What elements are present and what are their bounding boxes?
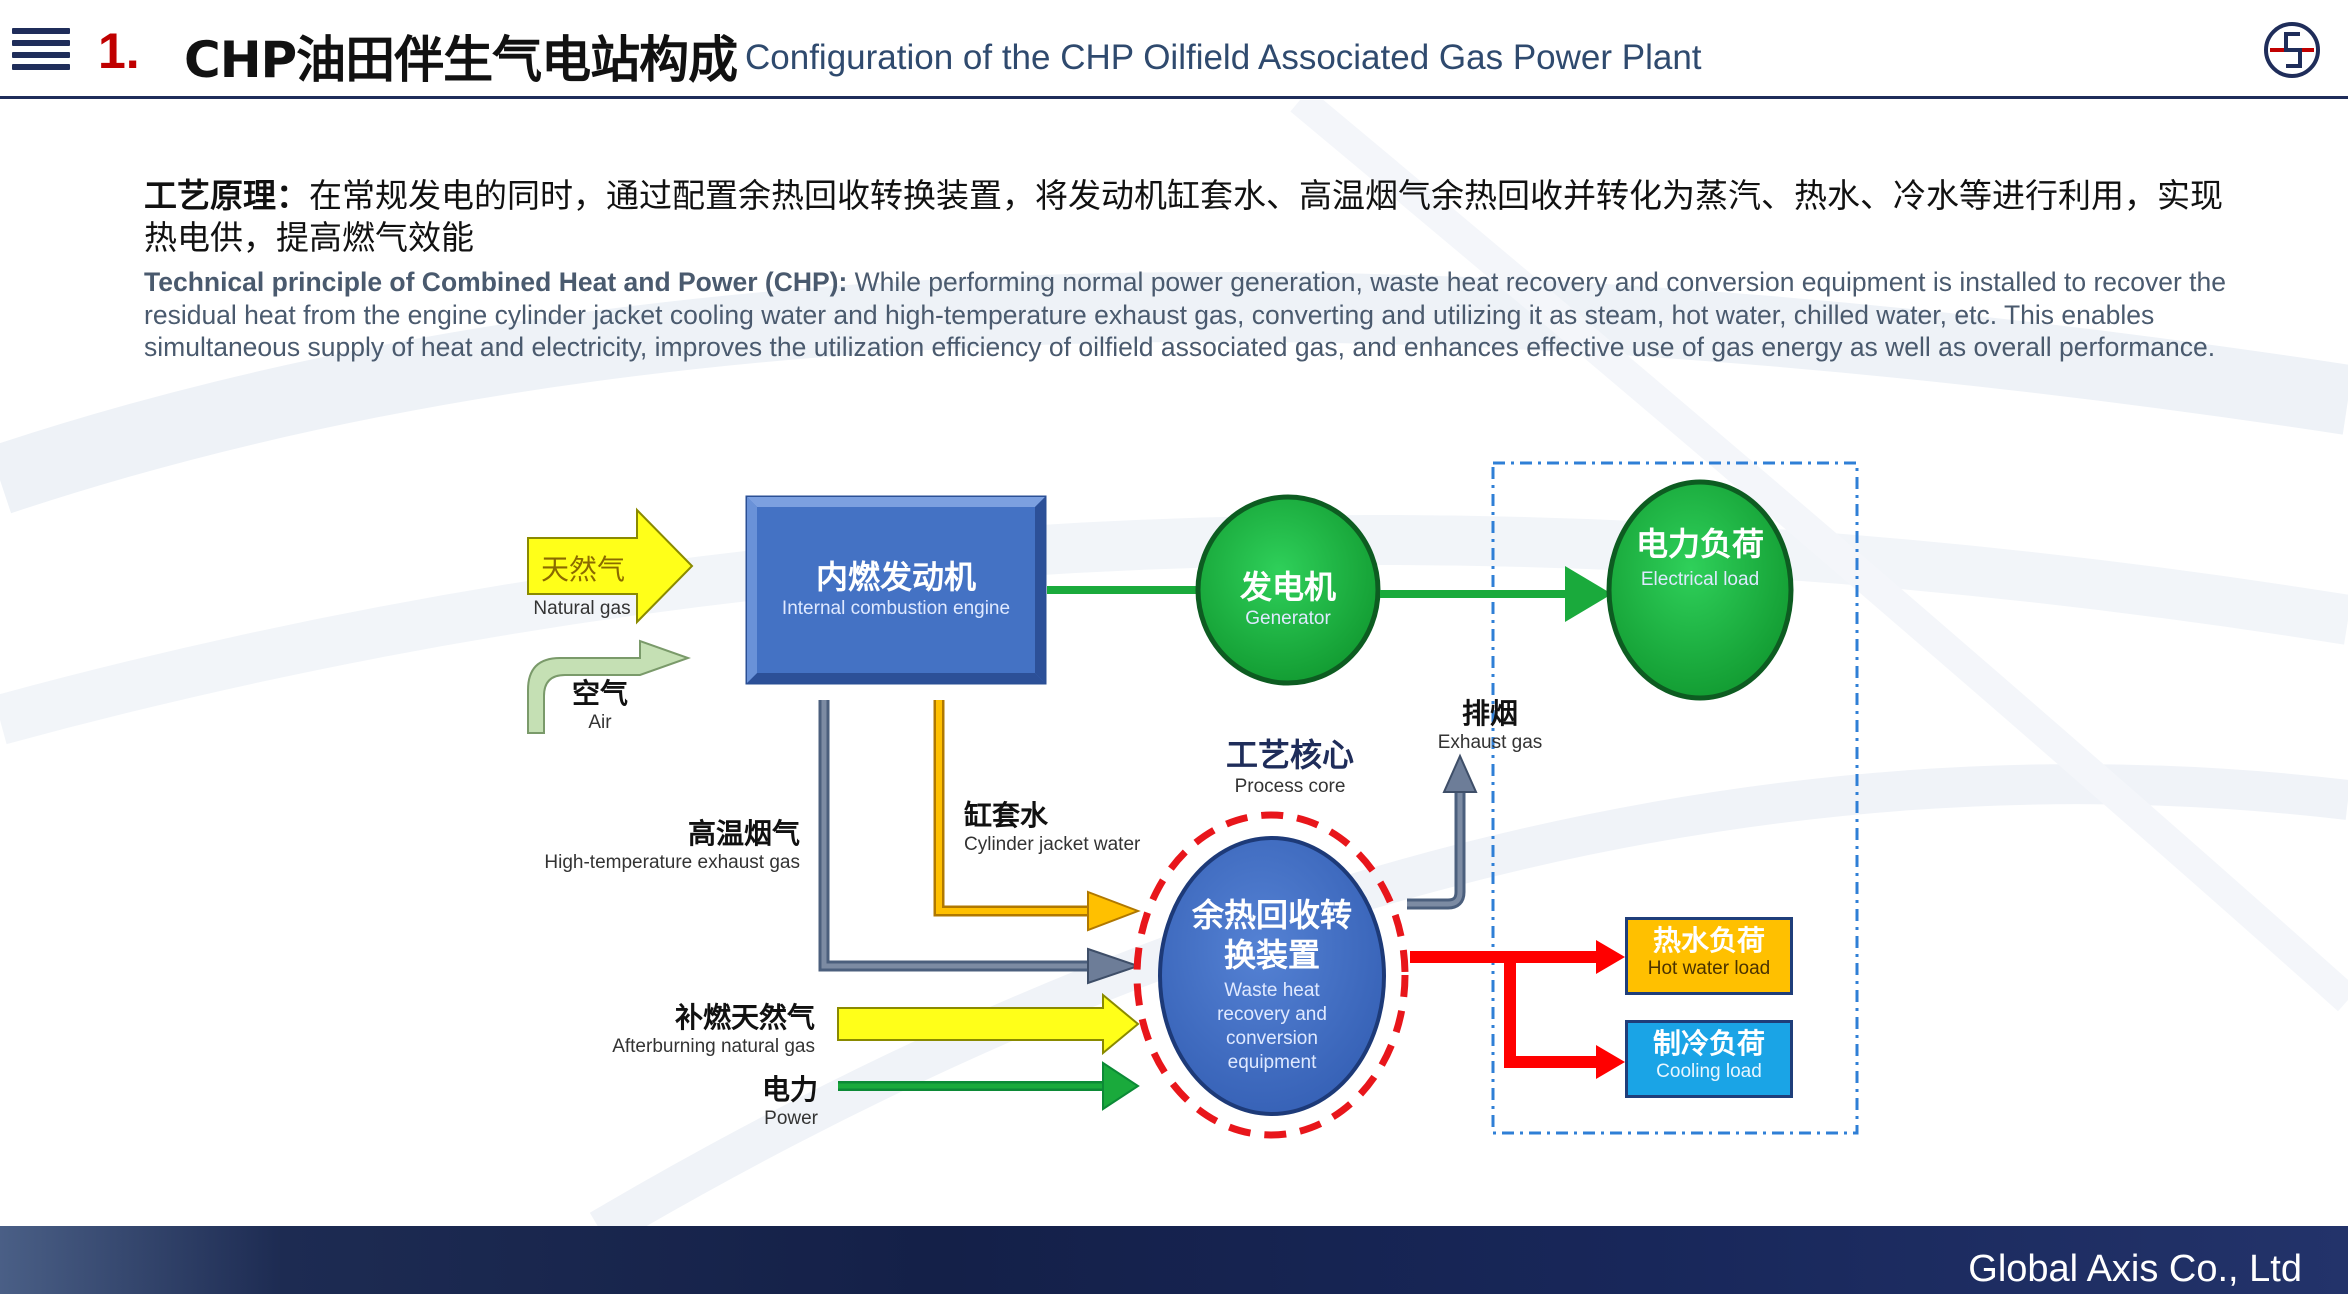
power-arrow-head xyxy=(1102,1061,1140,1111)
power-en: Power xyxy=(764,1108,818,1129)
waste-heat-recovery-label: 余热回收转换装置 Waste heat recovery and convers… xyxy=(1190,895,1354,1075)
generator-shape xyxy=(1195,494,1381,686)
electrical-load-label: 电力负荷 Electrical load xyxy=(1630,524,1770,591)
cooling-load-cn: 制冷负荷 xyxy=(1652,1027,1765,1060)
process-core-label: 工艺核心 Process core xyxy=(1195,730,1385,798)
power-label: 电力 Power xyxy=(700,1068,818,1130)
page-title-en: Configuration of the CHP Oilfield Associ… xyxy=(745,38,1702,77)
waste-heat-recovery-en: Waste heat recovery and conversion equip… xyxy=(1217,980,1327,1073)
cooling-load-en: Cooling load xyxy=(1656,1061,1762,1082)
afterburning-gas-label: 补燃天然气 Afterburning natural gas xyxy=(560,996,815,1058)
company-name: Global Axis Co., Ltd xyxy=(1968,1248,2302,1290)
jacket-water-label: 缸套水 Cylinder jacket water xyxy=(964,794,1140,856)
generator-label-en: Generator xyxy=(1245,608,1331,629)
natural-gas-cn: 天然气 xyxy=(540,553,625,586)
waste-heat-recovery-cn: 余热回收转换装置 xyxy=(1191,896,1352,974)
header-bar: 1. CHP油田伴生气电站构成 Configuration of the CHP… xyxy=(0,0,2348,99)
air-en: Air xyxy=(588,712,612,733)
electrical-load-en: Electrical load xyxy=(1640,569,1760,590)
load-area-border xyxy=(1491,461,1859,1135)
page-title-cn: CHP油田伴生气电站构成 xyxy=(184,31,738,89)
generator-label-cn: 发电机 xyxy=(1239,568,1336,606)
engine-label-cn: 内燃发动机 xyxy=(815,558,976,596)
engine-label-en: Internal combustion engine xyxy=(781,598,1011,619)
hot-exhaust-en: High-temperature exhaust gas xyxy=(544,852,800,873)
footer-bar xyxy=(0,1226,2348,1294)
process-core-en: Process core xyxy=(1234,776,1346,797)
hot-exhaust-label: 高温烟气 High-temperature exhaust gas xyxy=(520,812,800,874)
air-label: 空气 Air xyxy=(560,672,640,734)
natural-gas-label: 天然气 Natural gas xyxy=(528,553,636,620)
natural-gas-en: Natural gas xyxy=(533,598,631,619)
jacket-water-en: Cylinder jacket water xyxy=(964,834,1141,855)
generator-label: 发电机 Generator xyxy=(1198,562,1378,630)
engine-label: 内燃发动机 Internal combustion engine xyxy=(750,552,1042,620)
afterburning-gas-en: Afterburning natural gas xyxy=(612,1036,815,1057)
afterburning-gas-cn: 补燃天然气 xyxy=(674,1001,815,1034)
waste-heat-recovery-shape xyxy=(1158,836,1386,1116)
electrical-load-shape xyxy=(1606,479,1794,701)
principle-text-cn: 工艺原理：在常规发电的同时，通过配置余热回收转换装置，将发动机缸套水、高温烟气余… xyxy=(144,175,2224,259)
principle-body-cn: 在常规发电的同时，通过配置余热回收转换装置，将发动机缸套水、高温烟气余热回收并转… xyxy=(144,176,2223,257)
electrical-load-cn: 电力负荷 xyxy=(1635,525,1764,563)
process-core-cn: 工艺核心 xyxy=(1225,736,1354,774)
hot-water-load-cn: 热水负荷 xyxy=(1652,924,1765,957)
principle-label-cn: 工艺原理： xyxy=(144,176,309,215)
exhaust-gas-label: 排烟 Exhaust gas xyxy=(1420,692,1560,754)
engine-block-shape xyxy=(745,495,1047,685)
principle-text-en: Technical principle of Combined Heat and… xyxy=(144,266,2234,364)
principle-body-en: While performing normal power generation… xyxy=(144,267,2227,362)
hot-water-load-en: Hot water load xyxy=(1647,958,1771,979)
air-arrow xyxy=(527,639,691,734)
natural-gas-arrow xyxy=(527,507,694,625)
air-cn: 空气 xyxy=(571,677,628,710)
process-core-ring xyxy=(1133,811,1409,1139)
cooling-load-box: 制冷负荷 Cooling load xyxy=(1625,1020,1793,1098)
principle-label-en: Technical principle of Combined Heat and… xyxy=(144,267,848,297)
hot-exhaust-cn: 高温烟气 xyxy=(687,817,800,850)
menu-icon[interactable] xyxy=(12,28,70,72)
exhaust-gas-cn: 排烟 xyxy=(1461,697,1518,730)
afterburning-gas-arrow xyxy=(837,992,1140,1056)
company-logo-icon xyxy=(2264,22,2320,78)
section-number: 1. xyxy=(98,23,140,79)
hot-water-load-box: 热水负荷 Hot water load xyxy=(1625,917,1793,995)
power-cn: 电力 xyxy=(761,1073,818,1106)
jacket-water-cn: 缸套水 xyxy=(964,799,1049,832)
exhaust-gas-en: Exhaust gas xyxy=(1437,732,1543,753)
